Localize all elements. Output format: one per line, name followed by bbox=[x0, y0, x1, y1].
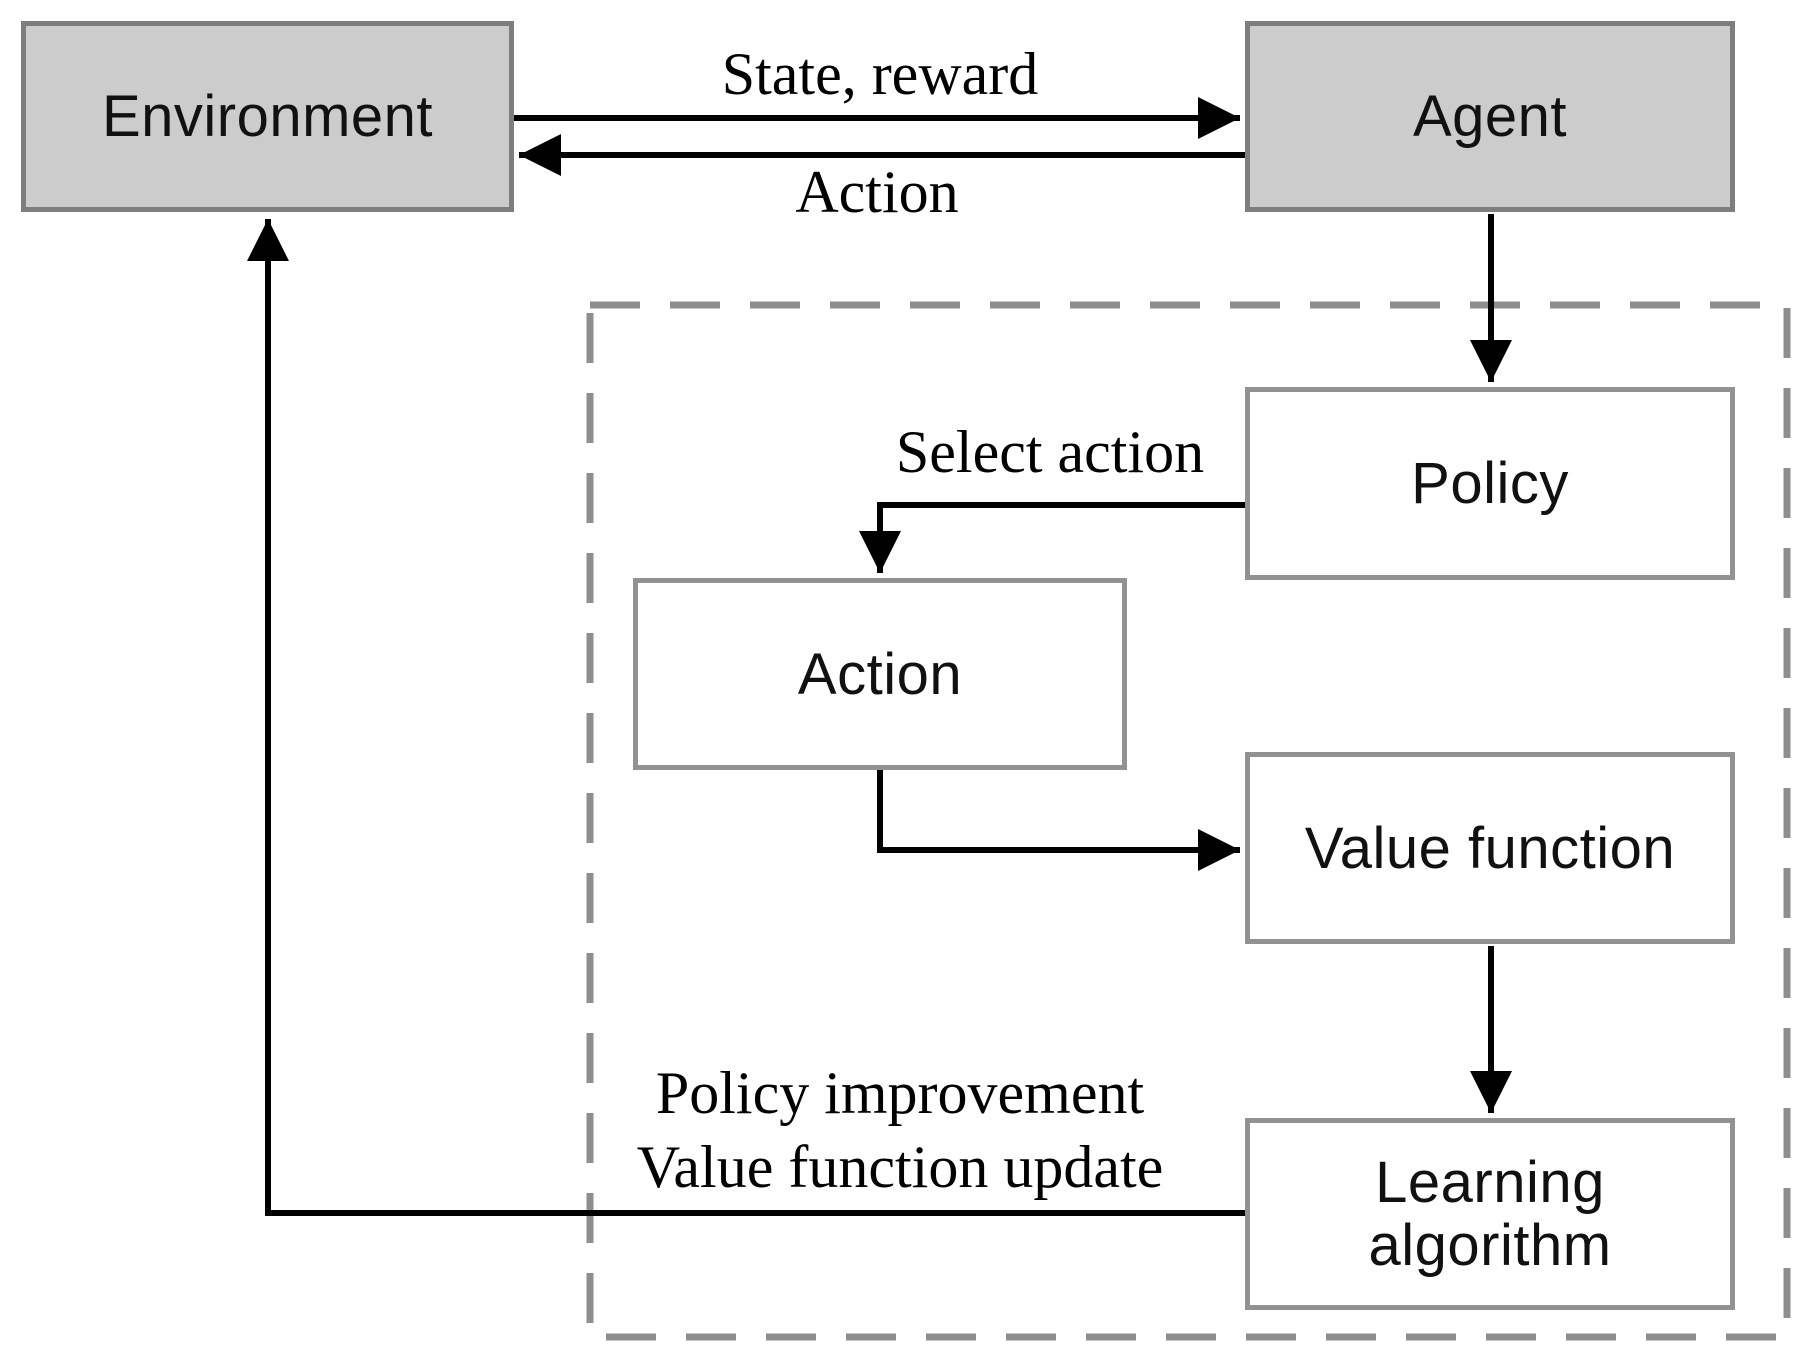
select-action-edge-label: Select action bbox=[895, 419, 1205, 485]
environment-node: Environment bbox=[21, 21, 514, 212]
edge-learning-environment-arrow bbox=[247, 219, 1245, 1216]
action-edge-label: Action bbox=[795, 159, 959, 225]
feedback-edge-label: Policy improvement Value function update bbox=[637, 1056, 1164, 1204]
feedback-label-line2: Value function update bbox=[636, 1134, 1164, 1200]
feedback-label-line1: Policy improvement bbox=[655, 1060, 1145, 1126]
value-function-node: Value function bbox=[1245, 752, 1735, 944]
edge-select-action-arrow bbox=[859, 502, 1245, 573]
agent-label: Agent bbox=[1412, 84, 1568, 149]
learning-algorithm-node: Learning algorithm bbox=[1245, 1118, 1735, 1310]
policy-label: Policy bbox=[1411, 451, 1569, 516]
action-node: Action bbox=[633, 578, 1127, 770]
state-reward-edge-label: State, reward bbox=[721, 41, 1039, 107]
agent-internals-dashed-region bbox=[586, 301, 1791, 1341]
environment-label: Environment bbox=[101, 84, 434, 149]
learning-algorithm-label-line2: algorithm bbox=[1368, 1213, 1612, 1278]
policy-node: Policy bbox=[1245, 387, 1735, 580]
agent-node: Agent bbox=[1245, 21, 1735, 212]
value-function-label: Value function bbox=[1304, 815, 1676, 881]
edge-action-value-arrow bbox=[877, 770, 1240, 871]
learning-algorithm-label-line1: Learning bbox=[1375, 1150, 1605, 1215]
learning-algorithm-label: Learning algorithm bbox=[1368, 1151, 1611, 1277]
action-node-label: Action bbox=[797, 641, 963, 707]
